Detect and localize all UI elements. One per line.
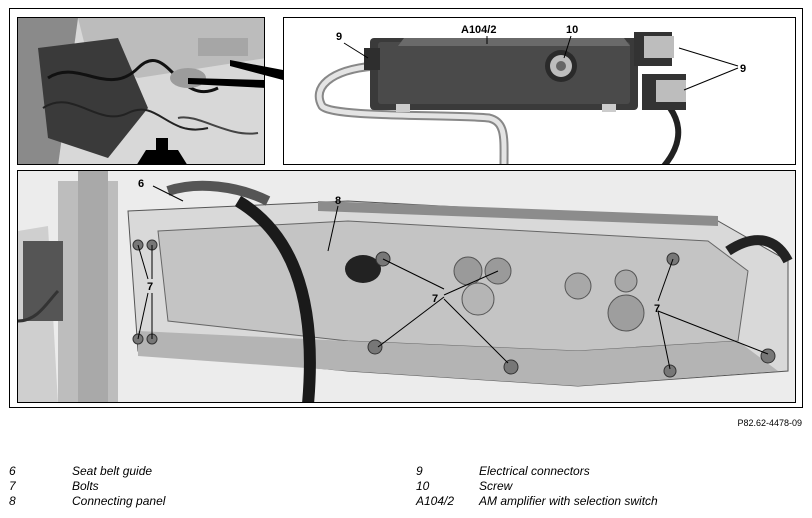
callout-8: 8 bbox=[335, 195, 341, 207]
legend-label: Seat belt guide bbox=[72, 464, 153, 478]
legend-number: 6 bbox=[9, 464, 16, 478]
callout-6: 6 bbox=[138, 178, 144, 190]
legend-number: 10 bbox=[416, 479, 430, 493]
callout-9-left: 9 bbox=[336, 31, 342, 43]
legend-number: 9 bbox=[416, 464, 423, 478]
legend-item: 8 Connecting panel bbox=[9, 494, 165, 509]
callout-7-left: 7 bbox=[147, 281, 153, 293]
connecting-panel-view: 6 8 7 7 7 bbox=[17, 170, 796, 403]
amplifier-detail-view: 9 A104/2 10 9 bbox=[283, 17, 796, 165]
figure-id: P82.62-4478-09 bbox=[737, 418, 802, 428]
legend-number: 7 bbox=[9, 479, 16, 493]
legend-item: 6 Seat belt guide bbox=[9, 464, 165, 479]
legend-item: 7 Bolts bbox=[9, 479, 165, 494]
legend-number: 8 bbox=[9, 494, 16, 508]
legend-label: Bolts bbox=[72, 479, 99, 493]
connecting-panel-drawing: 6 8 7 7 7 bbox=[18, 171, 795, 402]
callout-7-right: 7 bbox=[654, 303, 660, 315]
legend-item: 9 Electrical connectors bbox=[416, 464, 658, 479]
callout-9-right: 9 bbox=[740, 63, 746, 75]
zoom-arrow-icon bbox=[137, 138, 187, 164]
callout-7-center: 7 bbox=[432, 293, 438, 305]
legend-label: Connecting panel bbox=[72, 494, 166, 508]
legend-label: Screw bbox=[479, 479, 513, 493]
legend-label: AM amplifier with selection switch bbox=[479, 494, 658, 508]
legend-item: A104/2 AM amplifier with selection switch bbox=[416, 494, 658, 509]
amplifier-drawing: 9 A104/2 10 9 bbox=[314, 24, 746, 164]
legend-label: Electrical connectors bbox=[479, 464, 590, 478]
callout-10: 10 bbox=[566, 24, 578, 36]
overview-view bbox=[17, 17, 265, 165]
legend-number: A104/2 bbox=[416, 494, 455, 508]
legend-right: 9 Electrical connectors 10 Screw A104/2 AM … bbox=[416, 464, 658, 509]
overview-drawing bbox=[18, 18, 264, 164]
legend-item: 10 Screw bbox=[416, 479, 658, 494]
legend-left: 6 Seat belt guide 7 Bolts 8 Connecting pane… bbox=[9, 464, 165, 509]
callout-a104-2: A104/2 bbox=[461, 24, 496, 36]
